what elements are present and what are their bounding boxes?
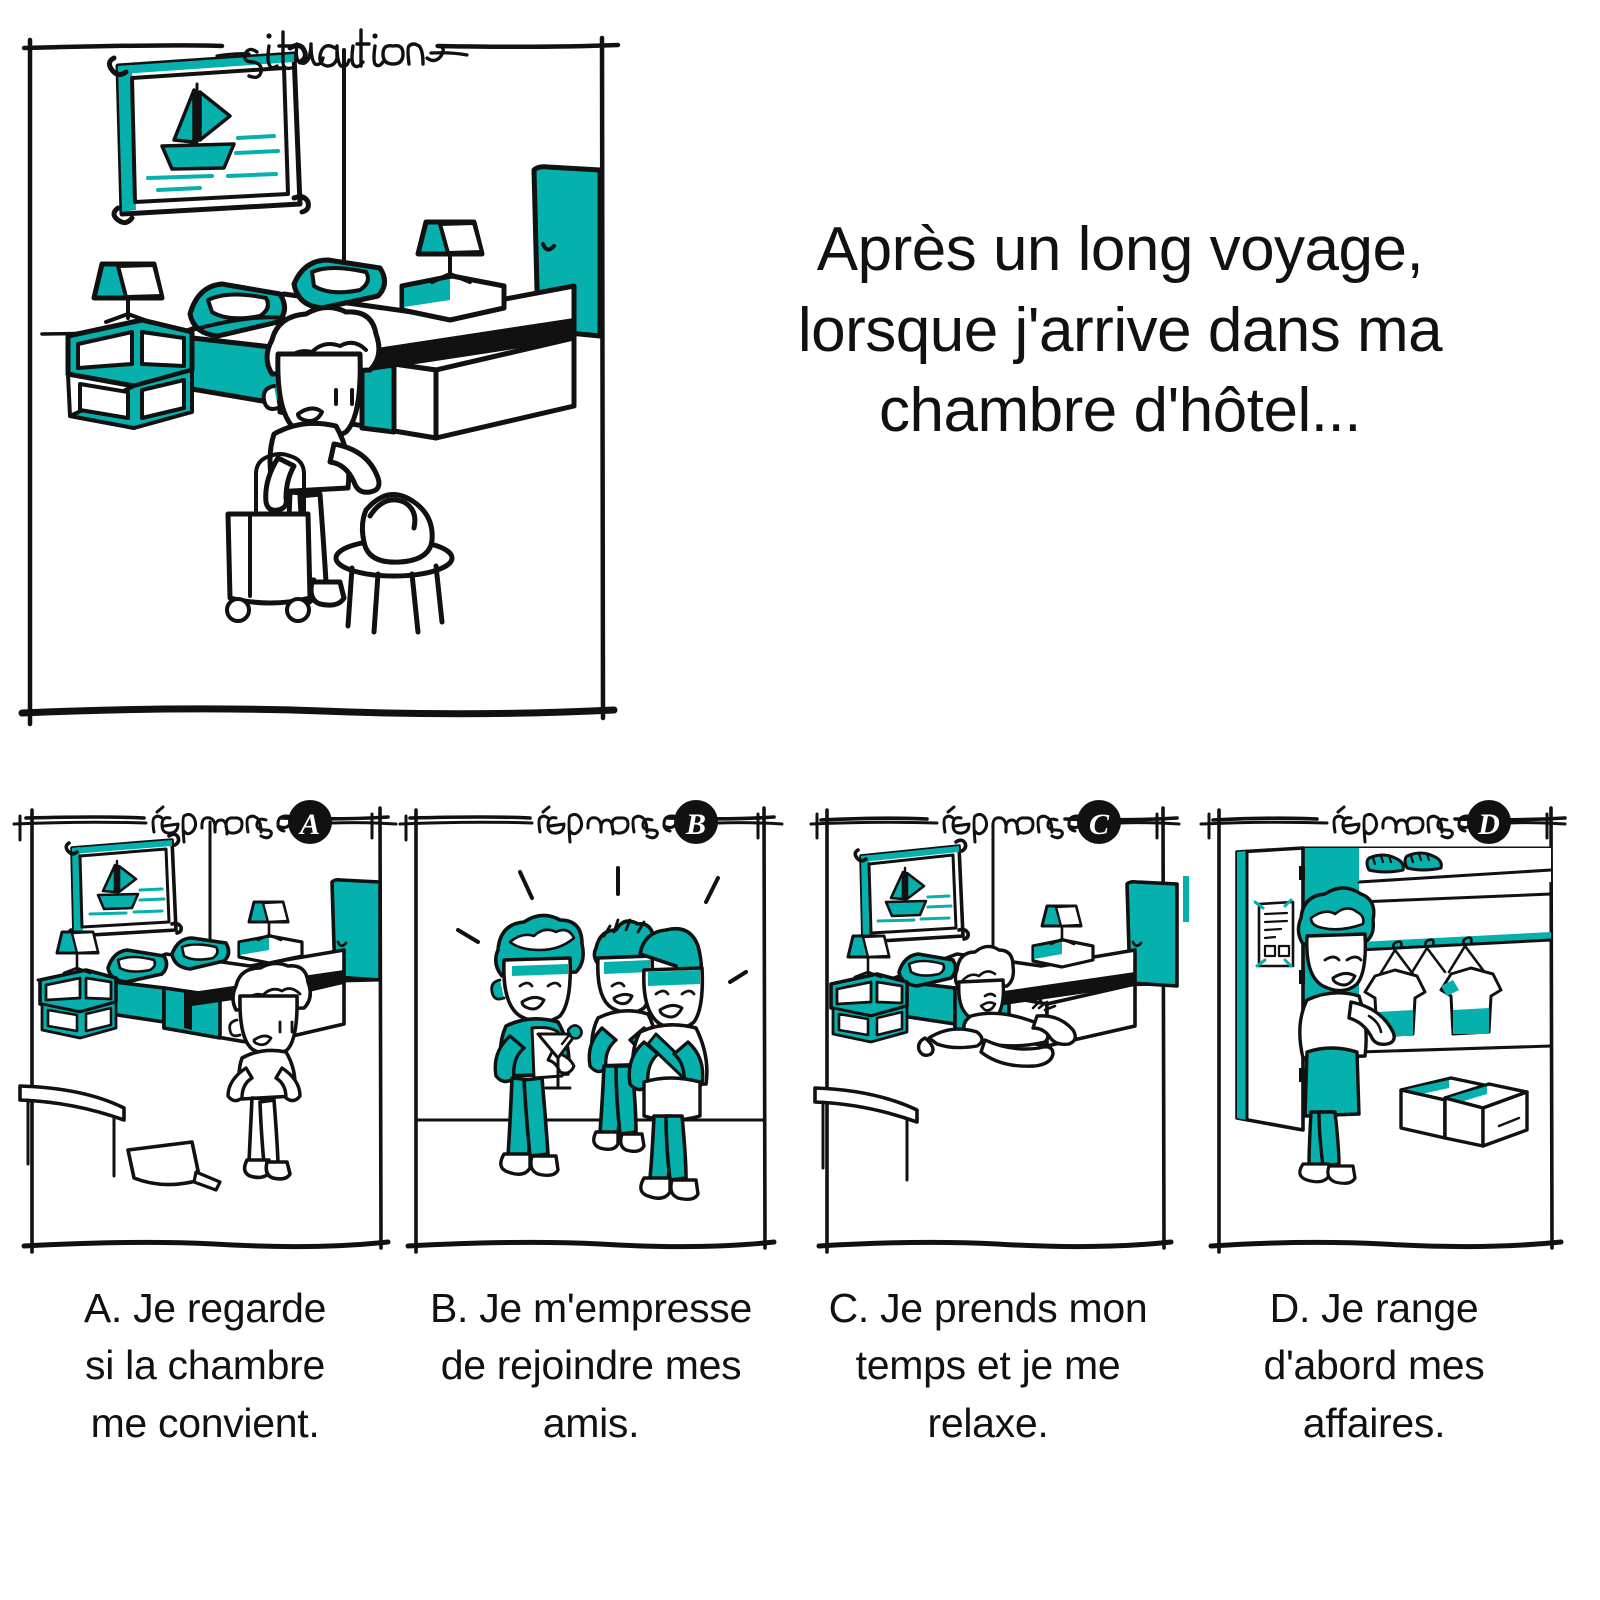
situation-prompt: Après un long voyage, lorsque j'arrive d…: [655, 210, 1585, 452]
situation-header-script: [242, 28, 445, 80]
caption-line: de rejoindre mes: [440, 1342, 742, 1389]
situation-header: [215, 28, 469, 80]
caption-line: A. Je regarde: [83, 1285, 327, 1331]
badge-letter-d: D: [1477, 808, 1500, 841]
prompt-line-2: lorsque j'arrive dans ma: [797, 295, 1443, 365]
panel-frame: [18, 35, 621, 727]
answer-c-illustration: [813, 806, 1179, 1254]
friend-1: [490, 913, 585, 1178]
reponse-script-c: [942, 805, 1109, 844]
caption-line: affaires.: [1302, 1399, 1446, 1446]
answer-d-header: D: [1199, 800, 1567, 844]
left-nightstand: [65, 261, 195, 430]
answer-b-caption: B. Je m'empresse de rejoindre mes amis.: [406, 1280, 776, 1452]
answer-c-caption: C. Je prends mon temps et je me relaxe.: [803, 1280, 1173, 1452]
badge-letter-a: A: [298, 808, 320, 841]
answer-c-header: C: [809, 800, 1181, 844]
badge-letter-b: B: [685, 808, 706, 841]
caption-line: C. Je prends mon: [828, 1285, 1148, 1331]
answer-d-caption: D. Je range d'abord mes affaires.: [1189, 1280, 1559, 1452]
answer-b-frame: B: [398, 790, 784, 1260]
answer-d-frame: D: [1183, 790, 1567, 1260]
caption-line: si la chambre: [85, 1342, 325, 1389]
answer-d-illustration: [1183, 806, 1567, 1254]
caption-line: amis.: [542, 1399, 640, 1446]
prompt-line-3: chambre d'hôtel...: [879, 376, 1361, 446]
answer-a-header: A: [12, 800, 398, 844]
answer-b-illustration: [405, 806, 777, 1254]
answer-a-frame: A: [12, 790, 398, 1260]
reponse-script-d: [1332, 805, 1499, 844]
situation-panel: [18, 18, 622, 730]
answer-b-header: B: [398, 800, 784, 844]
prompt-line-1: Après un long voyage,: [816, 215, 1424, 284]
friend-3: [627, 926, 709, 1202]
answer-option-d[interactable]: D D. Je range d'abord mes affaires.: [1183, 790, 1567, 1580]
right-nightstand: [399, 219, 507, 323]
wall-picture: [106, 42, 311, 226]
traveler-character: [225, 305, 455, 635]
answer-c-frame: C: [797, 790, 1181, 1260]
answer-a-illustration: [18, 806, 391, 1254]
badge-circle-b: [674, 800, 718, 844]
caption-line: B. Je m'empresse: [429, 1285, 753, 1331]
answer-option-b[interactable]: B B. Je m'empresse de rejoindre mes amis…: [398, 790, 784, 1580]
answer-a-caption: A. Je regarde si la chambre me convient.: [20, 1280, 390, 1452]
relaxing-person: [916, 944, 1077, 1068]
answer-option-a[interactable]: A A. Je regarde si la chambre me convien…: [12, 790, 398, 1580]
badge-circle-a: [288, 800, 332, 844]
unpacking-person: [1296, 886, 1396, 1185]
badge-circle-c: [1077, 800, 1121, 844]
caption-line: D. Je range: [1269, 1285, 1479, 1331]
answer-option-c[interactable]: C C. Je prends mon temps et je me relaxe…: [797, 790, 1181, 1580]
caption-line: relaxe.: [927, 1399, 1049, 1446]
answers-row: A A. Je regarde si la chambre me convien…: [0, 790, 1600, 1580]
caption-line: temps et je me: [855, 1342, 1121, 1389]
caption-line: d'abord mes: [1263, 1342, 1485, 1389]
badge-letter-c: C: [1089, 808, 1110, 841]
situation-illustration: [18, 35, 621, 727]
badge-circle-d: [1467, 800, 1511, 844]
caption-line: me convient.: [90, 1399, 320, 1446]
